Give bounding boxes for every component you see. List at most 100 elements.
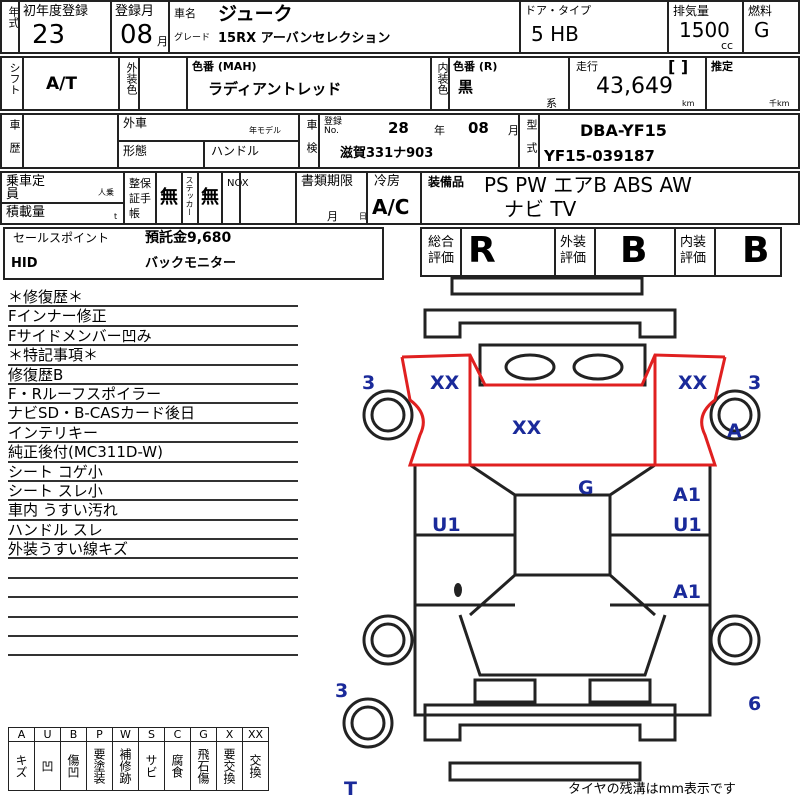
car-name: ジューク: [218, 3, 293, 25]
note-line: Fインナー修正: [8, 307, 298, 327]
door-type: 5 HB: [531, 22, 579, 46]
mileage: 43,649: [596, 74, 673, 99]
equipment-line1: PS PW エアB ABS AW: [484, 173, 692, 197]
first-reg-cell: 初年度登録 23: [18, 0, 112, 54]
first-reg-label: 初年度登録: [23, 4, 89, 19]
thousand-km-unit: 千km: [769, 99, 790, 108]
damage-mark: 3: [748, 372, 762, 394]
reg-month-value: 08: [120, 20, 154, 50]
foreign-cell: 外車 年モデル: [117, 113, 300, 142]
interior-suffix: 系: [546, 97, 557, 110]
legend-code: A: [8, 727, 35, 742]
km-unit: km: [682, 99, 695, 108]
legend-code: G: [190, 727, 217, 742]
legend-code: U: [34, 727, 61, 742]
note-line: [8, 559, 298, 579]
legend-meaning: サビ: [138, 741, 165, 791]
shift: A/T: [46, 74, 77, 94]
recycle-deposit: 預託金9,680: [145, 230, 232, 246]
first-reg-value: 23: [32, 20, 66, 50]
mileage-label: 走行: [576, 60, 598, 73]
displacement-label: 排気量: [673, 4, 710, 18]
color-cell: 色番 (MAH) ラディアントレッド: [186, 56, 432, 111]
year-label-cell: 年式: [0, 0, 20, 54]
model-label: 型式: [525, 119, 538, 165]
legend-meaning: 要塗装: [86, 741, 113, 791]
sales-point-box: セールスポイント 預託金9,680 HID バックモニター: [3, 227, 384, 280]
handle-label: ハンドル: [211, 144, 260, 158]
rear-bumper-bottom: [448, 761, 642, 782]
note-line: 外装うすい線キズ: [8, 540, 298, 560]
foreign-label: 外車: [123, 116, 148, 130]
note-line: [8, 579, 298, 599]
inspection-month: 08: [468, 119, 489, 137]
note-line: [8, 598, 298, 618]
interior-code-label: 色番 (R): [453, 60, 498, 73]
overall-grade-label: 総合評価: [428, 235, 455, 266]
sticker-label: ステッカー: [185, 176, 194, 216]
note-line: シート コゲ小: [8, 463, 298, 482]
fuel-cell: 燃料 G: [742, 0, 800, 54]
note-line: [8, 637, 298, 657]
plate-number: 滋賀331ナ903: [340, 146, 434, 161]
rear-bumper: [423, 703, 677, 742]
note-line: 車内 うすい汚れ: [8, 501, 298, 521]
equipment-label: 装備品: [428, 175, 465, 189]
legend-code: X: [216, 727, 243, 742]
color-code-label: 色番 (MAH): [192, 60, 257, 73]
year-unit: 年: [434, 124, 445, 137]
note-line: ハンドル スレ: [8, 521, 298, 541]
warranty-value: 無: [160, 187, 178, 208]
sales-item-hid: HID: [11, 256, 38, 271]
reg-month-cell: 登録月 08 月: [110, 0, 170, 54]
damage-mark: U1: [673, 514, 702, 536]
damage-mark: A: [727, 420, 742, 442]
legend-code: S: [138, 727, 165, 742]
model-code: DBA-YF15: [580, 121, 667, 140]
mark-dot: [454, 583, 462, 597]
nox-value-cell: [239, 171, 297, 225]
damage-mark: G: [578, 477, 594, 499]
nox-label: NOX: [227, 178, 249, 189]
trunk: [458, 614, 667, 677]
warranty-label-cell: 整保証手帳: [123, 171, 157, 225]
blank-cell: [138, 56, 188, 111]
model-cell: DBA-YF15 YF15-039187: [538, 113, 800, 169]
door-type-cell: ドア・タイプ 5 HB: [519, 0, 669, 54]
docs-label: 書類期限: [301, 174, 354, 189]
estimate-cell: 推定 千km: [705, 56, 800, 111]
front-bumper-top: [450, 276, 644, 296]
grade-label: グレード: [174, 33, 211, 43]
legend-code: B: [60, 727, 87, 742]
ac-value: A/C: [372, 195, 410, 219]
damage-mark: XX: [512, 417, 542, 439]
chassis-number: YF15-039187: [544, 147, 655, 165]
capacity-label: 乗車定員: [6, 174, 46, 202]
roof: [513, 493, 612, 577]
fuel: G: [754, 18, 770, 42]
displacement: 1500: [679, 18, 730, 42]
color-name: ラディアントレッド: [208, 80, 342, 98]
exterior-color-label-cell: 外装色: [118, 56, 140, 111]
ac-cell: 冷房 A/C: [366, 171, 422, 225]
note-line: F・Rルーフスポイラー: [8, 385, 298, 405]
docs-day-unit: 日: [359, 212, 367, 221]
fuel-label: 燃料: [748, 4, 773, 18]
note-line: ＊修復歴＊: [8, 288, 298, 308]
note-line: ＊特記事項＊: [8, 346, 298, 366]
interior-color-cell: 色番 (R) 黒 系: [448, 56, 570, 111]
sticker-value: 無: [201, 187, 219, 208]
sales-item-back-monitor: バックモニター: [145, 256, 237, 271]
mileage-cell: 走行 [ ] 43,649 km: [568, 56, 707, 111]
estimate-label: 推定: [711, 60, 733, 73]
inspection-label: 車検: [305, 119, 318, 165]
note-line: インテリキー: [8, 424, 298, 444]
interior-color: 黒: [458, 78, 474, 96]
warranty-value-cell: 無: [155, 171, 183, 225]
damage-mark: 3: [335, 680, 349, 702]
docs-cell: 書類期限 月 日: [295, 171, 368, 225]
legend-code: XX: [242, 727, 269, 742]
